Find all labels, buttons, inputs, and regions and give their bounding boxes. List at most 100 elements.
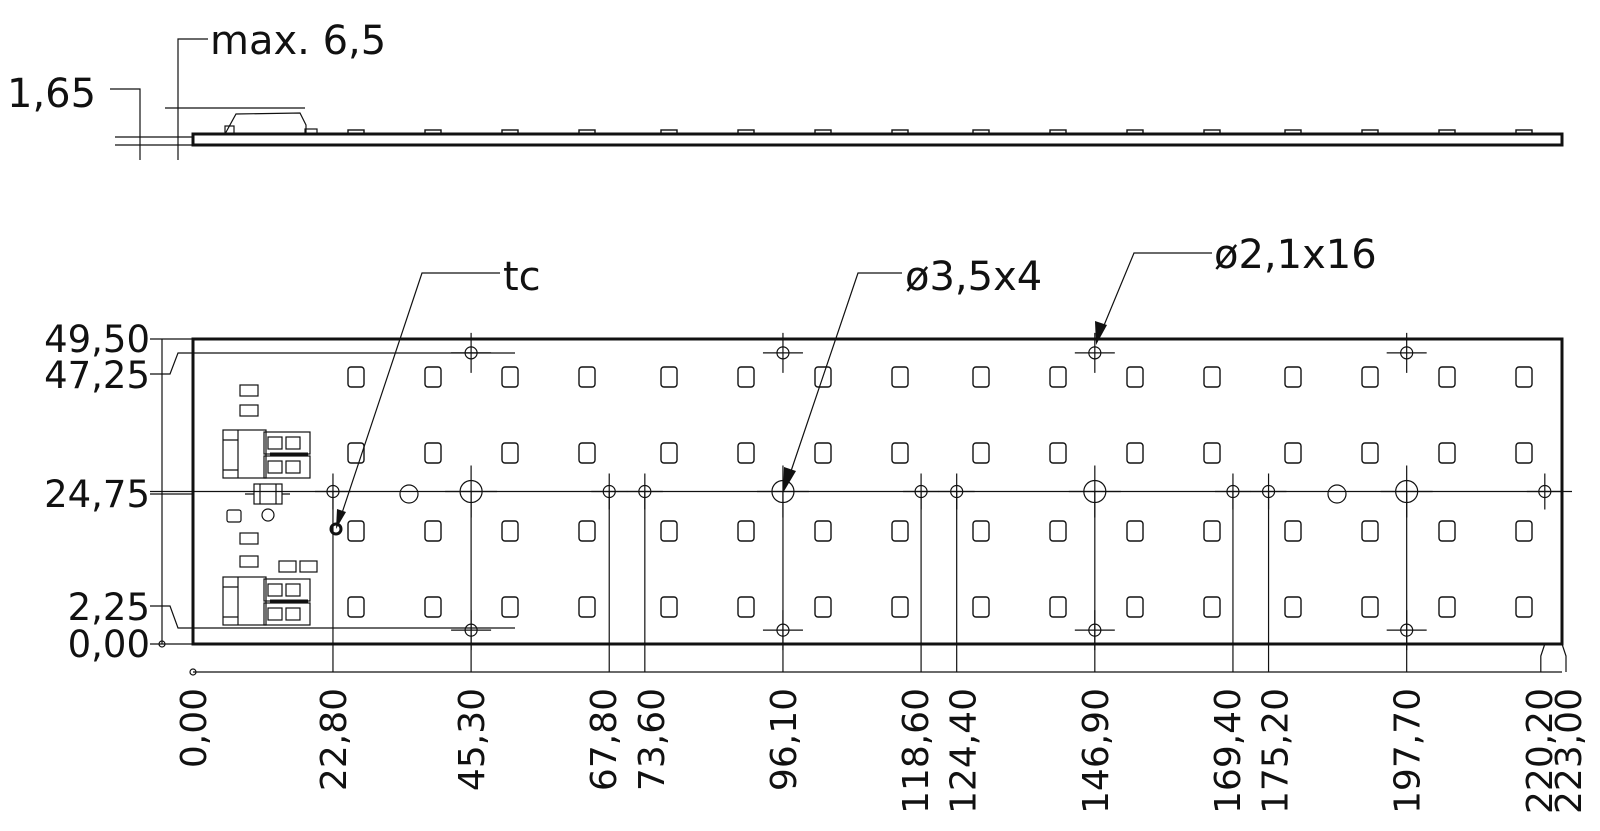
- led: [1049, 520, 1067, 542]
- side-led: [1203, 129, 1221, 135]
- led: [660, 596, 678, 618]
- x-leader-223-00: [1561, 643, 1567, 672]
- smd-component: [261, 508, 275, 522]
- side-led: [424, 129, 442, 135]
- led: [424, 596, 442, 618]
- y-tick-label: 47,25: [44, 354, 150, 397]
- hole-large-label: ø3,5x4: [905, 254, 1042, 300]
- led: [737, 520, 755, 542]
- led: [972, 442, 990, 464]
- height-label: 1,65: [7, 71, 96, 117]
- max-height-label: max. 6,5: [210, 18, 386, 64]
- hole-small-arrowhead: [1095, 321, 1107, 345]
- led: [1515, 366, 1533, 388]
- led: [1515, 596, 1533, 618]
- led-grid: [347, 366, 1533, 618]
- diode: [253, 483, 283, 505]
- led: [814, 520, 832, 542]
- y-tick-label: 49,50: [44, 318, 150, 361]
- side-view-connector: [224, 112, 307, 135]
- smd-component: [278, 560, 297, 573]
- x-tick-label: 73,60: [632, 688, 673, 791]
- x-tick-label: 124,40: [944, 688, 985, 814]
- led: [1049, 442, 1067, 464]
- led: [972, 596, 990, 618]
- x-origin-marker: [189, 668, 197, 676]
- led: [891, 366, 909, 388]
- led: [737, 596, 755, 618]
- tc-label: tc: [503, 254, 541, 300]
- led: [578, 520, 596, 542]
- led: [424, 520, 442, 542]
- led: [347, 596, 365, 618]
- led: [578, 366, 596, 388]
- led: [660, 442, 678, 464]
- led: [814, 596, 832, 618]
- side-led: [1126, 129, 1144, 135]
- y-leader-2-25: [150, 605, 515, 629]
- side-led: [1515, 129, 1533, 135]
- side-view-connector-foot: [304, 128, 318, 135]
- led: [1284, 366, 1302, 388]
- smd-component: [239, 404, 259, 417]
- y-origin-marker: [158, 640, 166, 648]
- led: [501, 520, 519, 542]
- x-tick-label: 96,10: [764, 688, 805, 791]
- led: [347, 366, 365, 388]
- led: [737, 366, 755, 388]
- led: [1049, 366, 1067, 388]
- led: [578, 596, 596, 618]
- led: [578, 442, 596, 464]
- round-hole: [1327, 484, 1347, 504]
- terminal-block-upper: [222, 429, 311, 479]
- y-tick-label: 0,00: [68, 623, 150, 666]
- y-leader-47-25: [150, 352, 515, 375]
- led: [501, 596, 519, 618]
- x-tick-label: 118,60: [896, 688, 937, 814]
- hole-small-label: ø2,1x16: [1214, 232, 1377, 278]
- smd-component: [299, 560, 318, 573]
- callouts: tc ø3,5x4 ø2,1x16: [336, 232, 1377, 529]
- hole-centerline: [762, 332, 803, 373]
- x-tick-label: 0,00: [174, 688, 215, 768]
- side-led: [347, 129, 365, 135]
- led: [1361, 520, 1379, 542]
- led: [737, 442, 755, 464]
- side-led: [1284, 129, 1302, 135]
- led: [1438, 442, 1456, 464]
- led: [1126, 596, 1144, 618]
- y-tick-label: 2,25: [68, 586, 150, 629]
- led: [891, 442, 909, 464]
- led: [1126, 366, 1144, 388]
- hole-centerline: [1386, 332, 1427, 373]
- led: [814, 366, 832, 388]
- max-height-dimension-line: [165, 38, 305, 160]
- led: [501, 366, 519, 388]
- x-tick-label: 223,00: [1549, 688, 1590, 814]
- y-dimension-system: 49,50 47,25 24,75 2,25 0,00: [44, 318, 515, 666]
- led: [1515, 442, 1533, 464]
- led: [660, 520, 678, 542]
- side-led: [737, 129, 755, 135]
- side-led: [1438, 129, 1456, 135]
- led: [1515, 520, 1533, 542]
- led: [1203, 596, 1221, 618]
- led: [1203, 442, 1221, 464]
- x-tick-label: 197,70: [1388, 688, 1429, 814]
- led: [1049, 596, 1067, 618]
- led: [1284, 520, 1302, 542]
- side-led: [501, 129, 519, 135]
- y-tick-label: 24,75: [44, 473, 150, 516]
- x-tick-label: 169,40: [1208, 688, 1249, 814]
- component-area: [222, 384, 318, 626]
- hole-large-arrowhead: [783, 467, 796, 493]
- terminal-block-lower: [222, 576, 311, 626]
- side-led: [660, 129, 678, 135]
- x-tick-label: 175,20: [1256, 688, 1297, 814]
- led: [891, 596, 909, 618]
- side-led: [1049, 129, 1067, 135]
- x-tick-label: 67,80: [584, 688, 625, 791]
- led: [424, 442, 442, 464]
